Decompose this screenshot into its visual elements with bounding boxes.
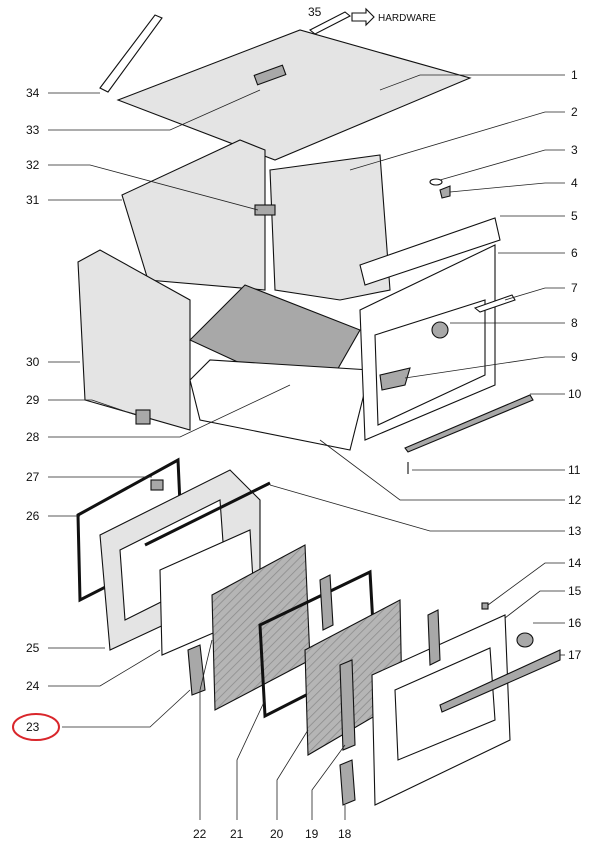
label-25: 25 [26, 641, 40, 655]
label-12: 12 [568, 493, 582, 507]
label-2: 2 [571, 105, 578, 119]
part-33-vent [253, 64, 287, 86]
label-5: 5 [571, 209, 578, 223]
part-31-side-panel-left-back [121, 139, 266, 291]
label-18: 18 [338, 827, 352, 841]
label-31: 31 [26, 193, 40, 207]
part-10-trim [404, 394, 534, 453]
part-14-clip [481, 602, 489, 610]
label-21: 21 [230, 827, 244, 841]
label-13: 13 [568, 524, 582, 538]
part-5-control-panel [359, 217, 501, 286]
label-4: 4 [571, 176, 578, 190]
label-30: 30 [26, 355, 40, 369]
part-2-side-panel-right [269, 154, 391, 301]
arrow-right-icon [351, 7, 375, 27]
label-8: 8 [571, 316, 578, 330]
label-32: 32 [26, 158, 40, 172]
label-29: 29 [26, 393, 40, 407]
part-3-screw [429, 178, 443, 186]
part-35-screw [308, 11, 352, 35]
label-6: 6 [571, 246, 578, 260]
part-19-door-frame-strip [339, 659, 356, 751]
label-28: 28 [26, 430, 40, 444]
label-23: 23 [26, 720, 40, 734]
label-15: 15 [568, 584, 582, 598]
part-number-labels: 35 34 33 32 31 30 29 28 27 26 25 24 23 1… [26, 5, 582, 841]
part-door-side-strip [427, 609, 441, 666]
label-1: 1 [571, 68, 578, 82]
label-9: 9 [571, 350, 578, 364]
leader-lines [48, 74, 565, 820]
part-17-handle [439, 649, 561, 713]
part-4-clip [439, 185, 451, 199]
part-hinge-upper [319, 574, 334, 631]
part-29-clip [135, 409, 151, 425]
label-10: 10 [568, 387, 582, 401]
label-3: 3 [571, 143, 578, 157]
part-34-trim-strip [99, 14, 163, 93]
part-18-hinge [339, 759, 356, 806]
label-17: 17 [568, 648, 582, 662]
hardware-label: HARDWARE [378, 13, 436, 24]
label-26: 26 [26, 509, 40, 523]
part-drawings [76, 11, 561, 806]
highlight-circle-part-23 [12, 713, 60, 741]
label-16: 16 [568, 616, 582, 630]
part-6-front-frame-opening [374, 299, 486, 426]
part-13-rod [144, 481, 271, 547]
part-32-bracket [254, 204, 276, 216]
part-8-knob [431, 321, 449, 339]
label-20: 20 [270, 827, 284, 841]
label-27: 27 [26, 470, 40, 484]
part-27-hinge-clip [150, 479, 164, 491]
label-7: 7 [571, 281, 578, 295]
part-7-bracket [473, 294, 516, 313]
label-33: 33 [26, 123, 40, 137]
part-1-top-panel [116, 29, 472, 161]
part-12-bottom-tray [189, 359, 371, 451]
part-30-side-panel-left [77, 249, 191, 431]
part-23-hinge [187, 644, 206, 696]
label-19: 19 [305, 827, 319, 841]
hardware-callout: HARDWARE [351, 7, 436, 27]
label-11: 11 [568, 463, 581, 477]
part-16-end-cap [516, 632, 534, 648]
label-24: 24 [26, 679, 40, 693]
label-22: 22 [193, 827, 207, 841]
label-35: 35 [308, 5, 322, 19]
label-14: 14 [568, 556, 582, 570]
part-9-insert [379, 367, 411, 391]
label-34: 34 [26, 86, 40, 100]
